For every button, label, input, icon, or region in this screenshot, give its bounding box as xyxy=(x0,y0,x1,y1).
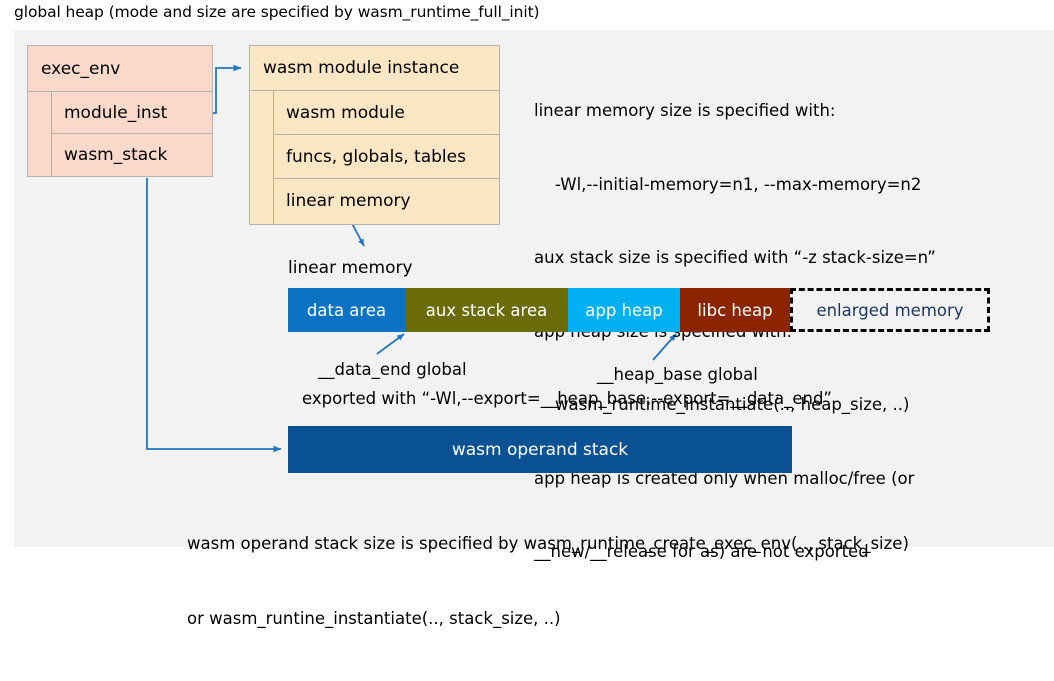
label-heap-base-global: __heap_base global xyxy=(597,365,758,384)
operand-stack-note: wasm operand stack size is specified by … xyxy=(187,481,909,681)
wasm-operand-stack-box: wasm operand stack xyxy=(288,426,792,473)
exec-env-gutter xyxy=(28,92,52,176)
linear-memory-bar: data area aux stack area app heap libc h… xyxy=(288,288,990,332)
memory-segment-app-heap: app heap xyxy=(568,288,680,332)
exec-env-field-module-inst: module_inst xyxy=(52,92,212,134)
note-line: or wasm_runtine_instantiate(.., stack_si… xyxy=(187,609,561,628)
note-line: wasm_runtime_instantiate(.., heap_size, … xyxy=(534,395,910,414)
memory-segment-libc-heap: libc heap xyxy=(680,288,790,332)
note-line: aux stack size is specified with “-z sta… xyxy=(534,248,936,267)
wasm-module-instance-header: wasm module instance xyxy=(250,46,499,91)
label-exported-with: exported with “-Wl,--export=__heap_base,… xyxy=(302,389,832,408)
wasm-module-instance-gutter xyxy=(250,91,274,224)
wasm-module-instance-field-funcs-globals-tables: funcs, globals, tables xyxy=(274,135,499,179)
linear-memory-caption: linear memory xyxy=(288,258,413,278)
wasm-module-instance-field-wasm-module: wasm module xyxy=(274,91,499,135)
exec-env-box: exec_env module_inst wasm_stack xyxy=(27,45,213,177)
memory-segment-aux-stack-area: aux stack area xyxy=(405,288,568,332)
diagram-canvas: global heap (mode and size are specified… xyxy=(14,3,1054,628)
label-data-end-global: __data_end global xyxy=(318,360,467,379)
note-line: linear memory size is specified with: xyxy=(534,101,836,120)
page-title: global heap (mode and size are specified… xyxy=(14,3,540,21)
exec-env-header: exec_env xyxy=(28,46,212,92)
exec-env-body: module_inst wasm_stack xyxy=(28,92,212,176)
note-line: app heap is created only when malloc/fre… xyxy=(534,468,915,488)
memory-segment-data-area: data area xyxy=(288,288,405,332)
memory-segment-enlarged-memory: enlarged memory xyxy=(790,288,990,332)
wasm-module-instance-field-linear-memory: linear memory xyxy=(286,191,411,211)
wasm-module-instance-rows: wasm module funcs, globals, tables linea… xyxy=(274,91,499,224)
exec-env-rows: module_inst wasm_stack xyxy=(52,92,212,176)
wasm-module-instance-box: wasm module instance wasm module funcs, … xyxy=(249,45,500,225)
note-line: -Wl,--initial-memory=n1, --max-memory=n2 xyxy=(534,174,922,194)
exec-env-field-wasm-stack: wasm_stack xyxy=(64,145,168,165)
note-line: wasm operand stack size is specified by … xyxy=(187,534,909,553)
wasm-module-instance-body: wasm module funcs, globals, tables linea… xyxy=(250,91,499,224)
